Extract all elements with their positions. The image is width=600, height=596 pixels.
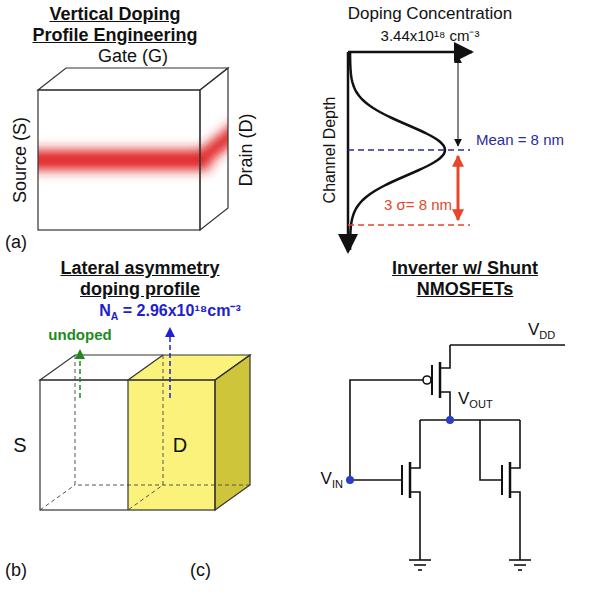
- lateral-doping-cube: [40, 485, 75, 510]
- lateral-doping-cube: [40, 355, 250, 380]
- ground-symbol: [518, 569, 522, 571]
- doping-annotation: undoped: [48, 326, 111, 343]
- shunt-nmos-symbol: [480, 420, 502, 480]
- terminal-label: Gate (G): [98, 46, 168, 67]
- output-node-dot: [446, 416, 454, 424]
- signal-name: VDD: [528, 320, 555, 342]
- ground-symbol: [414, 564, 426, 566]
- lateral-doping-cube: [128, 380, 215, 510]
- lateral-doping-cube: [40, 355, 250, 510]
- doping-band: [200, 118, 240, 170]
- doping-profile-plot: [458, 56, 459, 146]
- nmos-symbol: [350, 420, 420, 560]
- panel-letter: (c): [190, 560, 211, 581]
- terminal-label: S: [13, 434, 26, 457]
- inverter-schematic: [346, 345, 565, 570]
- axis-title: Channel Depth: [321, 97, 339, 204]
- vertical-doping-cube: [200, 68, 228, 230]
- lateral-doping-cube: [215, 355, 250, 510]
- panel-letter: (b): [5, 560, 27, 581]
- inverter-schematic: [420, 419, 520, 421]
- doping-band: [20, 118, 240, 170]
- panel-title: Vertical Doping Profile Engineering: [25, 4, 205, 45]
- signal-name: VOUT: [458, 389, 493, 411]
- shunt-nmos-symbol: [510, 420, 520, 468]
- pmos-symbol: [440, 392, 450, 420]
- doping-profile-plot: [348, 224, 470, 226]
- doping-band: [20, 150, 210, 170]
- pmos-symbol: [440, 345, 450, 368]
- lateral-doping-cube: [40, 355, 250, 510]
- axis-title: Doping Concentration: [348, 4, 512, 24]
- lateral-doping-cube: [40, 380, 215, 510]
- panel-title: Lateral asymmetry doping profile: [45, 258, 235, 299]
- lateral-doping-cube: [169, 328, 171, 398]
- lateral-doping-cube: [40, 380, 215, 510]
- lateral-doping-cube: [128, 355, 163, 380]
- lateral-doping-cube: [40, 328, 250, 510]
- lateral-doping-cube: [127, 380, 128, 510]
- doping-profile-plot: [457, 156, 460, 220]
- doping-annotation: NA = 2.96x10¹⁸cm⁻³: [99, 302, 241, 323]
- lateral-doping-cube: [215, 355, 250, 510]
- doping-profile-curve: [350, 52, 445, 250]
- pmos-symbol: [350, 345, 450, 480]
- nmos-symbol: [350, 479, 402, 481]
- input-node-dot: [346, 476, 354, 484]
- ground-symbol: [418, 569, 422, 571]
- ground-symbol: [509, 559, 531, 561]
- doping-profile-plot: [348, 51, 472, 54]
- ground-symbol: [409, 560, 531, 570]
- peak-value: 3.44x10¹⁸ cm⁻³: [381, 27, 480, 44]
- terminal-label: D: [173, 434, 187, 457]
- vertical-doping-cube: [20, 68, 240, 230]
- ground-symbol: [514, 564, 526, 566]
- nmos-symbol: [410, 420, 420, 468]
- nmos-symbol: [410, 492, 420, 560]
- vertical-doping-cube: [38, 68, 228, 90]
- terminal-label: Drain (D): [236, 113, 257, 186]
- mean-annotation: Mean = 8 nm: [476, 131, 564, 148]
- lateral-doping-cube: [79, 350, 81, 398]
- panel-title: Inverter w/ Shunt NMOSFETs: [370, 258, 560, 299]
- lateral-doping-cube: [128, 355, 163, 510]
- shunt-nmos-symbol: [480, 420, 520, 560]
- pmos-symbol: [423, 376, 431, 384]
- panel-letter: (a): [5, 232, 27, 253]
- signal-name: VIN: [321, 469, 343, 491]
- doping-band: [20, 118, 240, 170]
- lateral-doping-cube: [40, 355, 250, 380]
- sigma-annotation: 3 σ= 8 nm: [384, 196, 452, 213]
- pmos-symbol: [350, 380, 423, 480]
- vertical-doping-cube: [38, 90, 200, 230]
- ground-symbol: [409, 559, 431, 561]
- terminal-label: Source (S): [10, 117, 31, 203]
- inverter-schematic: [450, 344, 565, 346]
- vertical-doping-cube: [38, 68, 228, 230]
- doping-profile-plot: [348, 149, 470, 151]
- doping-profile-plot: [348, 52, 472, 252]
- doping-profile-plot: [347, 52, 350, 252]
- shunt-nmos-symbol: [510, 492, 520, 560]
- vertical-doping-cube: [38, 68, 228, 90]
